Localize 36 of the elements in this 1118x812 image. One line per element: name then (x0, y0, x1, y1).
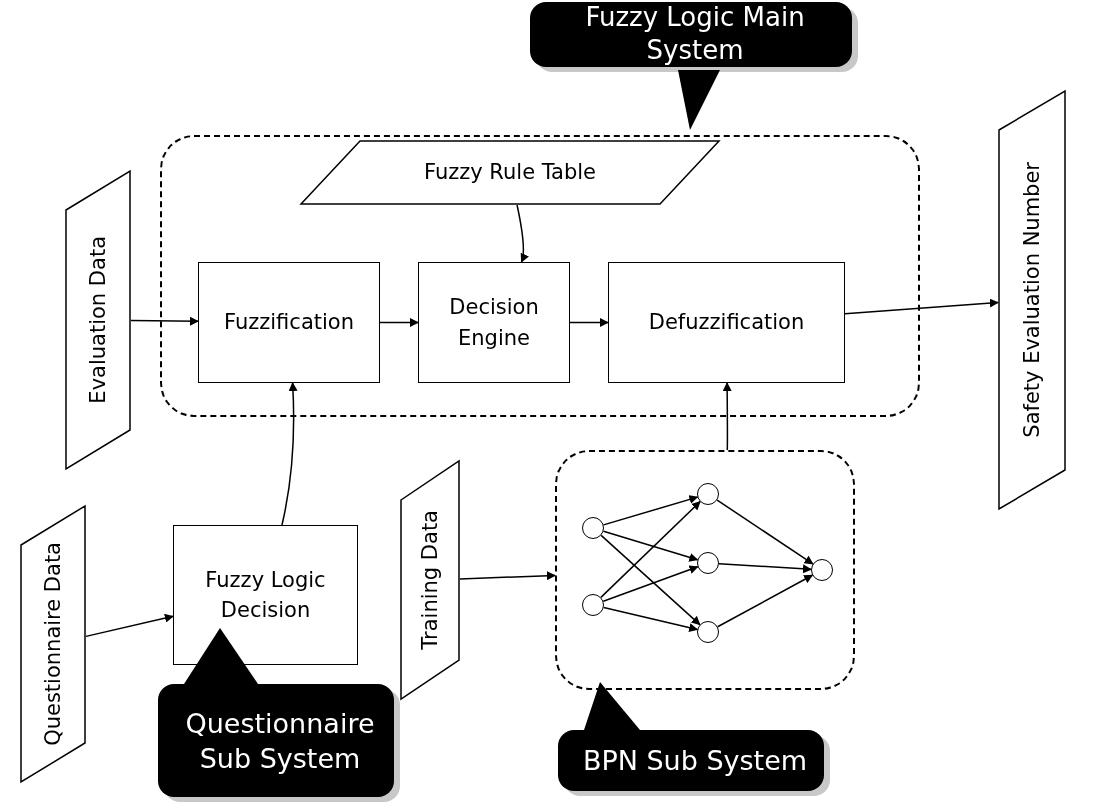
arrow (602, 565, 699, 602)
neuron-circle (582, 594, 604, 616)
arrow (600, 534, 701, 626)
arrow (379, 318, 419, 327)
arrow (600, 500, 701, 599)
arrow (722, 382, 732, 451)
data-parallelogram: Evaluation Data (65, 170, 131, 470)
arrow (844, 298, 999, 315)
data-parallelogram: Safety Evaluation Number (998, 90, 1066, 510)
data-parallelogram: Questionnaire Data (20, 505, 86, 783)
dashed-group-box (555, 450, 855, 690)
arrow (516, 204, 529, 263)
neuron-circle (811, 559, 833, 581)
neuron-circle (697, 621, 719, 643)
process-box: Defuzzification (608, 262, 845, 383)
data-parallelogram: Fuzzy Rule Table (300, 140, 720, 205)
arrow (602, 495, 699, 526)
arrow (718, 562, 812, 574)
arrow (602, 530, 699, 562)
process-box: Decision Engine (418, 262, 570, 383)
dashed-group-box (160, 135, 920, 417)
arrow (716, 499, 814, 565)
data-parallelogram: Training Data (400, 460, 460, 700)
arrow (459, 571, 556, 581)
arrow (602, 606, 699, 632)
arrow (716, 574, 814, 628)
arrow (569, 318, 609, 327)
arrow (281, 382, 298, 526)
callout-bubble: Fuzzy Logic Main System (530, 2, 860, 132)
process-box: Fuzzy Logic Decision (173, 525, 358, 665)
arrow (85, 613, 174, 638)
arrow (130, 316, 199, 326)
neuron-circle (582, 517, 604, 539)
process-box: Fuzzification (198, 262, 380, 383)
neuron-circle (697, 552, 719, 574)
neuron-circle (697, 483, 719, 505)
